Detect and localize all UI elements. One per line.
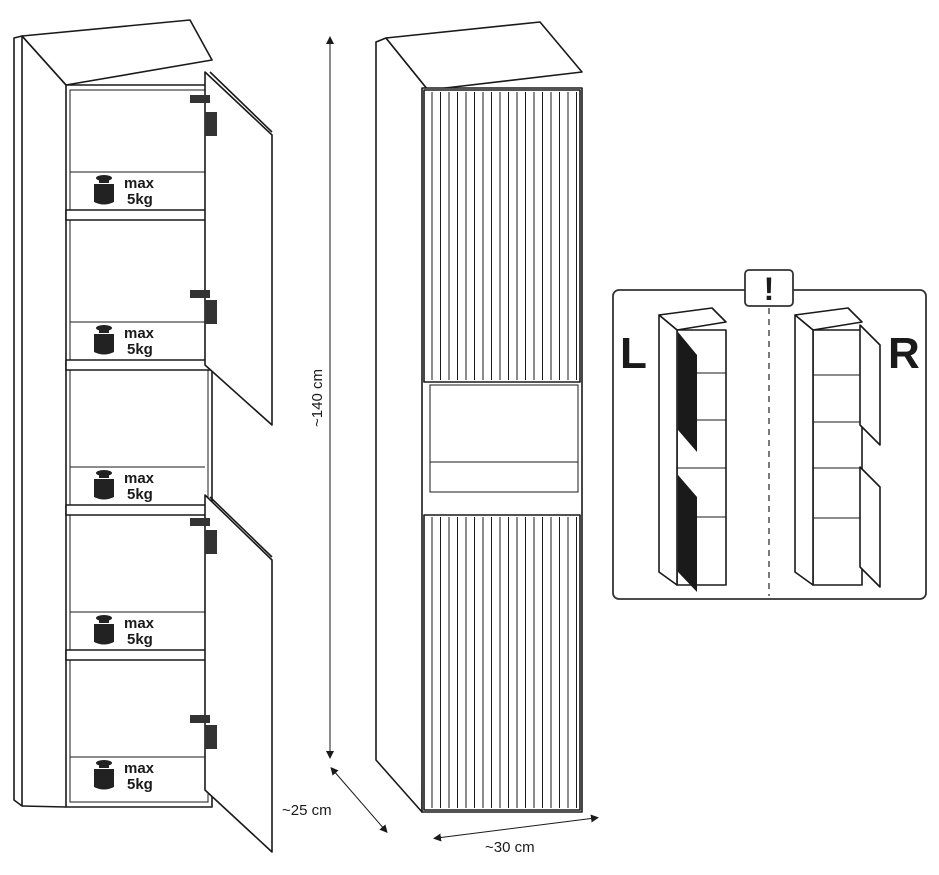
max-text: max bbox=[124, 325, 155, 342]
width-label: ~30 cm bbox=[485, 839, 535, 856]
warning-badge bbox=[744, 269, 794, 307]
depth-dimension-line bbox=[330, 766, 388, 834]
right-label: R bbox=[888, 329, 920, 378]
cabinet-top bbox=[385, 21, 583, 91]
max-text: max bbox=[124, 470, 155, 487]
left-label: L bbox=[620, 329, 647, 378]
weight-icon bbox=[94, 470, 114, 500]
max-text: max bbox=[124, 175, 155, 192]
hinge-icon bbox=[190, 95, 217, 749]
shelf bbox=[65, 359, 213, 371]
side-panel bbox=[375, 37, 429, 813]
shelf bbox=[65, 649, 213, 661]
open-niche bbox=[429, 384, 579, 493]
weight-text: 5kg bbox=[127, 341, 153, 358]
door-orientation-inset: ! L R bbox=[612, 269, 927, 600]
weight-icon bbox=[94, 615, 114, 645]
depth-label: ~25 cm bbox=[282, 802, 332, 819]
cabinet-body bbox=[65, 84, 213, 808]
cabinet-top bbox=[21, 19, 213, 86]
weight-text: 5kg bbox=[127, 776, 153, 793]
right-hinged-cabinet bbox=[794, 307, 881, 588]
shelf bbox=[65, 504, 213, 516]
width-dimension-line bbox=[433, 814, 599, 842]
left-side-panel bbox=[13, 35, 23, 807]
left-hinged-cabinet bbox=[658, 307, 727, 592]
weight-text: 5kg bbox=[127, 191, 153, 208]
lower-door-open bbox=[204, 494, 273, 853]
weight-text: 5kg bbox=[127, 486, 153, 503]
warning-icon: ! bbox=[764, 271, 775, 307]
weight-icon bbox=[94, 325, 114, 355]
weight-icon bbox=[94, 175, 114, 205]
lower-door bbox=[423, 514, 581, 811]
height-label: ~140 cm bbox=[309, 369, 326, 427]
max-text: max bbox=[124, 760, 155, 777]
shelf bbox=[65, 209, 213, 221]
weight-text: 5kg bbox=[127, 631, 153, 648]
upper-door-open bbox=[204, 71, 273, 426]
closed-cabinet bbox=[375, 21, 583, 813]
upper-door bbox=[423, 89, 581, 383]
max-text: max bbox=[124, 615, 155, 632]
weight-icon bbox=[94, 760, 114, 790]
